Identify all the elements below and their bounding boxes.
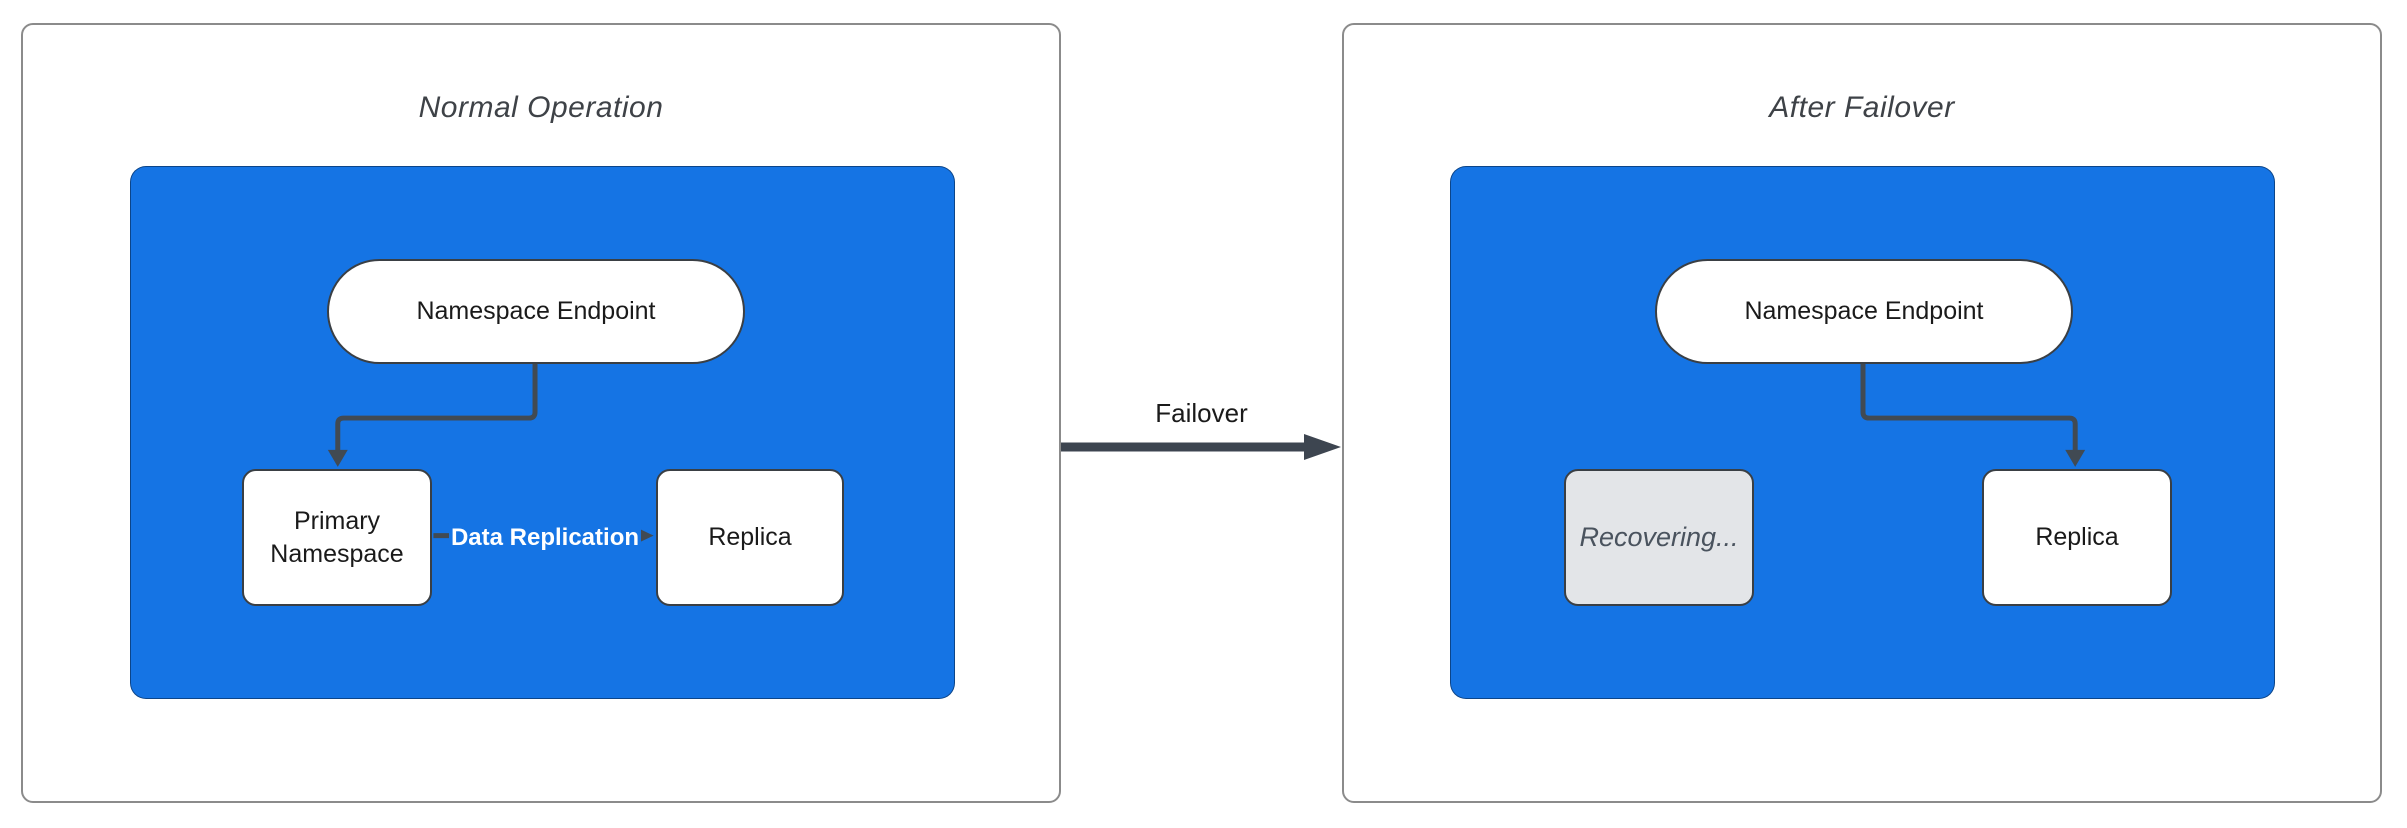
panel-title: After Failover [1769, 91, 1955, 124]
failover-transition: Failover [1061, 398, 1342, 460]
node-label: Namespace Endpoint [1744, 297, 1984, 326]
node-label: Recovering... [1579, 521, 1739, 552]
node-label: Primary Namespace [270, 507, 404, 568]
node-primary-namespace: Primary Namespace [242, 469, 432, 606]
failover-label: Failover [1155, 398, 1248, 428]
node-recovering: Recovering... [1564, 469, 1754, 606]
cluster-after-failover: Namespace Endpoint Recovering... Replica [1450, 166, 2275, 699]
node-replica: Replica [1982, 469, 2172, 606]
cluster-normal-operation: Namespace Endpoint Primary Namespace Rep… [130, 166, 955, 699]
panel-normal-operation: Normal Operation Namespace Endpoint Prim… [21, 23, 1061, 803]
node-namespace-endpoint: Namespace Endpoint [1655, 259, 2073, 364]
panel-title: Normal Operation [418, 91, 664, 124]
node-namespace-endpoint: Namespace Endpoint [327, 259, 745, 364]
arrow-endpoint-to-primary [335, 363, 538, 452]
failover-arrow [1061, 434, 1341, 460]
node-label: Namespace Endpoint [416, 297, 656, 326]
node-label: Replica [2035, 523, 2119, 552]
edge-arrows [327, 363, 654, 545]
node-label: Replica [708, 523, 792, 552]
panel-after-failover: After Failover Namespace Endpoint Recove… [1342, 23, 2382, 803]
edge-label-data-replication: Data Replication [449, 522, 641, 554]
arrow-endpoint-to-replica [1860, 363, 2078, 452]
edge-arrows [1860, 363, 2086, 467]
node-replica: Replica [656, 469, 844, 606]
